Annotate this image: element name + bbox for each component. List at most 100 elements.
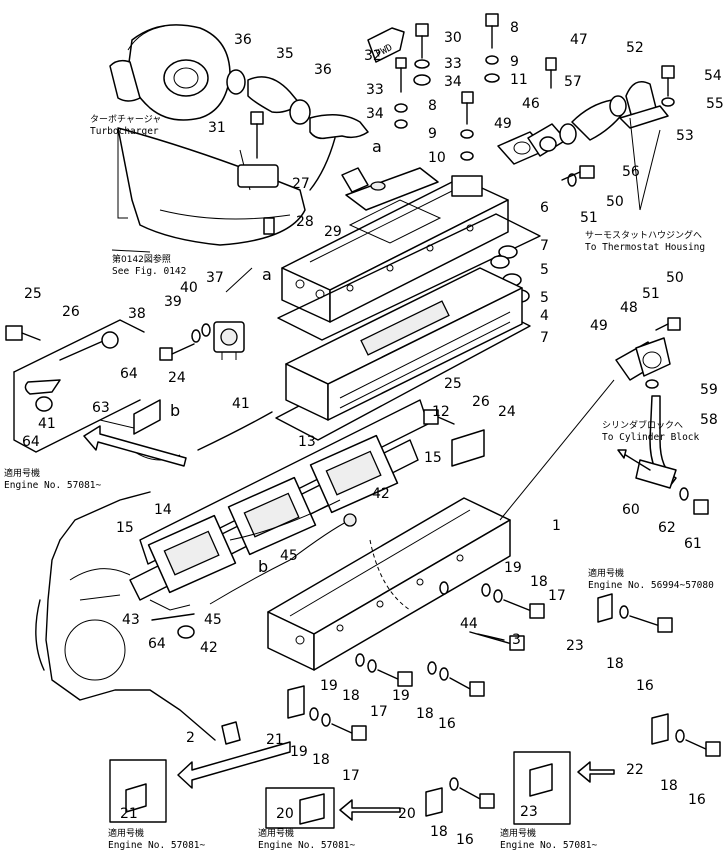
- callout-59: 59: [700, 382, 718, 398]
- callout-19a: 19: [504, 560, 522, 576]
- callout-42a: 42: [372, 486, 390, 502]
- callout-35: 35: [276, 46, 294, 62]
- leader-lines: [111, 117, 661, 521]
- callout-50b: 50: [666, 270, 684, 286]
- bolt-group-8-11: [460, 13, 500, 161]
- serial-bottom-2: Engine No. 57081~: [258, 840, 356, 851]
- turbocharger-jp-label: ターボチャージャ: [90, 114, 161, 125]
- callout-16d: 16: [456, 832, 474, 848]
- callout-19b: 19: [320, 678, 338, 694]
- callout-17c: 17: [342, 768, 360, 784]
- serial-left: Engine No. 57081~: [4, 480, 102, 491]
- ref-b-lower: b: [258, 557, 268, 576]
- callout-39: 39: [164, 294, 182, 310]
- callout-44: 44: [460, 616, 478, 632]
- callout-15a: 15: [116, 520, 134, 536]
- callout-8a: 8: [510, 20, 519, 36]
- callout-41b: 41: [38, 416, 56, 432]
- callout-20b: 20: [398, 806, 416, 822]
- turbocharger: [109, 24, 231, 121]
- callout-43: 43: [122, 612, 140, 628]
- serial-jp-left: 適用号機: [4, 467, 40, 479]
- serial-jp-bottom-2: 適用号機: [258, 827, 294, 839]
- callout-6: 6: [540, 200, 549, 216]
- callout-29: 29: [324, 224, 342, 240]
- hose-35: [226, 69, 311, 125]
- callout-48: 48: [620, 300, 638, 316]
- callout-21a: 21: [266, 732, 284, 748]
- callout-47: 47: [570, 32, 588, 48]
- callout-18a: 18: [530, 574, 548, 590]
- aftercooler-core-4: [285, 267, 523, 421]
- callout-33a: 33: [444, 56, 462, 72]
- callout-3: 3: [512, 632, 521, 648]
- callout-26b: 26: [472, 394, 490, 410]
- callout-17a: 17: [548, 588, 566, 604]
- callout-51b: 51: [642, 286, 660, 302]
- serial-bottom-3: Engine No. 57081~: [500, 840, 598, 851]
- callout-34b: 34: [366, 106, 384, 122]
- water-pipe-58: [615, 317, 709, 515]
- callout-11: 11: [510, 72, 528, 88]
- callout-52: 52: [626, 40, 644, 56]
- inset-box-20: [265, 787, 335, 829]
- callout-18e: 18: [606, 656, 624, 672]
- callout-7b: 7: [540, 330, 549, 346]
- callout-24a: 24: [168, 370, 186, 386]
- callout-45b: 45: [204, 612, 222, 628]
- callout-16a: 16: [636, 678, 654, 694]
- direction-arrows: [83, 425, 651, 821]
- callout-32: 32: [364, 48, 382, 64]
- callout-5b: 5: [540, 290, 549, 306]
- callout-28: 28: [296, 214, 314, 230]
- callout-40: 40: [180, 280, 198, 296]
- callout-50a: 50: [606, 194, 624, 210]
- elbow-52-53: [619, 65, 675, 129]
- callout-62: 62: [658, 520, 676, 536]
- ref-a-lower: a: [262, 265, 272, 284]
- callout-55: 55: [706, 96, 724, 112]
- heater-elements: [147, 434, 399, 594]
- inset-box-21: [109, 759, 167, 823]
- engine-block-outline: [35, 439, 216, 741]
- callout-20a: 20: [276, 806, 294, 822]
- callout-24b: 24: [498, 404, 516, 420]
- ref-b-left: b: [170, 401, 180, 420]
- callout-63: 63: [92, 400, 110, 416]
- callout-14: 14: [154, 502, 172, 518]
- callout-4: 4: [540, 308, 549, 324]
- serial-right: Engine No. 56994~57080: [588, 580, 714, 591]
- callout-36a: 36: [234, 32, 252, 48]
- callout-22: 22: [626, 762, 644, 778]
- callout-57: 57: [564, 74, 582, 90]
- callout-2: 2: [186, 730, 195, 746]
- callout-51a: 51: [580, 210, 598, 226]
- serial-bottom-1: Engine No. 57081~: [108, 840, 206, 851]
- thermostat-jp-label: サーモスタットハウジングへ: [585, 229, 702, 241]
- thermostat-en-label: To Thermostat Housing: [585, 242, 705, 253]
- callout-19c: 19: [392, 688, 410, 704]
- callout-8b: 8: [428, 98, 437, 114]
- callout-18f: 18: [660, 778, 678, 794]
- callout-19d: 19: [290, 744, 308, 760]
- bolt-group-30-34: [394, 23, 431, 129]
- cylinder-en-label: To Cylinder Block: [602, 432, 700, 443]
- callout-26a: 26: [62, 304, 80, 320]
- callout-25b: 25: [444, 376, 462, 392]
- callout-15b: 15: [424, 450, 442, 466]
- callout-58: 58: [700, 412, 718, 428]
- callout-16c: 16: [688, 792, 706, 808]
- callout-61: 61: [684, 536, 702, 552]
- callout-64a: 64: [120, 366, 138, 382]
- inset-box-23: [513, 751, 571, 825]
- callout-42b: 42: [200, 640, 218, 656]
- serial-jp-bottom-1: 適用号機: [108, 827, 144, 839]
- callout-17b: 17: [370, 704, 388, 720]
- callout-64b: 64: [22, 434, 40, 450]
- relay-37: [213, 321, 245, 360]
- harness-subgroup-left: [5, 319, 145, 453]
- callout-9a: 9: [510, 54, 519, 70]
- callout-38: 38: [128, 306, 146, 322]
- callout-5a: 5: [540, 262, 549, 278]
